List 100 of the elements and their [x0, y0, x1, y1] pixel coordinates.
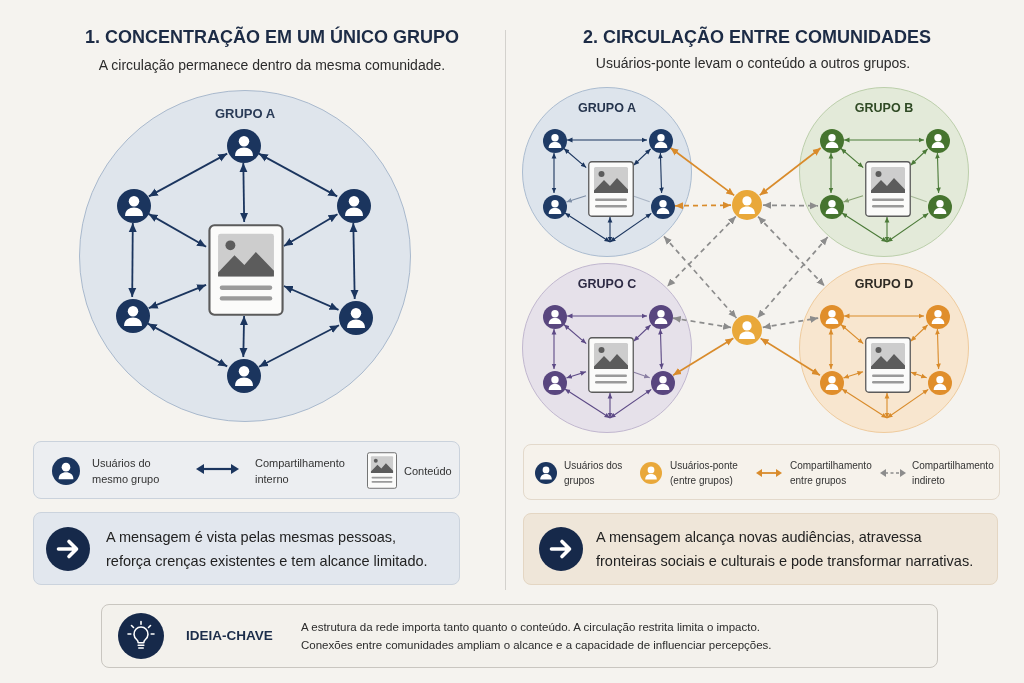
double-arrow: [607, 392, 613, 419]
person-icon: [337, 189, 371, 223]
image-card-icon: [865, 161, 911, 217]
double-arrow: [841, 388, 888, 419]
double-arrow: [658, 152, 664, 194]
double-arrow: [609, 212, 652, 243]
double-arrow: [886, 212, 929, 243]
person-icon: [820, 195, 844, 219]
legend-label: Usuários dos grupos: [564, 459, 624, 488]
person-icon: [649, 129, 673, 153]
person-icon: [543, 371, 567, 395]
double-arrow: [551, 152, 557, 194]
double-arrow: [349, 222, 359, 300]
person-icon: [543, 195, 567, 219]
double-arrow: [147, 213, 207, 248]
dashed-double-arrow: [663, 235, 738, 319]
double-arrow: [828, 328, 834, 370]
image-card-icon: [588, 161, 634, 217]
double-arrow: [147, 283, 207, 310]
double-arrow: [633, 148, 652, 166]
double-arrow: [841, 212, 888, 243]
person-icon: [926, 129, 950, 153]
double-arrow: [564, 212, 611, 243]
double-arrow: [258, 324, 340, 368]
person-icon: [732, 190, 762, 220]
arrow: [565, 195, 587, 203]
group-label: GRUPO C: [577, 277, 637, 292]
person-icon: [227, 359, 261, 393]
dashed-double-arrow: [762, 201, 819, 210]
double-arrow: [658, 328, 664, 370]
double-arrow: [565, 371, 587, 379]
legend-label: Conteúdo: [404, 464, 452, 479]
person-icon: [820, 129, 844, 153]
double-arrow: [843, 137, 925, 143]
double-arrow: [672, 337, 735, 377]
double-arrow: [283, 213, 339, 247]
person-icon: [651, 195, 675, 219]
legend-label: Usuários-ponte (entre grupos): [670, 459, 739, 488]
person-icon: [928, 195, 952, 219]
dashed-double-arrow: [666, 215, 737, 288]
panel-subtitle: A circulação permanece dentro da mesma comunidade.: [98, 56, 446, 74]
group-label: GRUPO D: [854, 277, 914, 292]
double-arrow: [566, 313, 648, 319]
double-arrow: [935, 152, 941, 194]
double-arrow: [146, 322, 229, 368]
double-arrow: [884, 392, 890, 419]
double-arrow: [910, 371, 928, 379]
double-arrow: [843, 313, 925, 319]
double-arrow: [283, 285, 340, 311]
group-label: GRUPO A: [214, 106, 276, 121]
person-icon: [117, 189, 151, 223]
message-panel: [33, 512, 460, 585]
double-arrow: [564, 388, 611, 419]
double-arrow: [886, 388, 929, 419]
person-icon: [820, 371, 844, 395]
image-card-icon: [208, 224, 284, 316]
image-card-icon: [865, 337, 911, 393]
double-arrow: [840, 147, 864, 169]
double-arrow: [842, 371, 864, 379]
double-arrow: [910, 324, 929, 342]
key-idea-panel: [101, 604, 938, 668]
message-panel: [523, 513, 998, 585]
key-idea-heading: IDEIA-CHAVE: [186, 627, 273, 645]
legend-label: Usuários do mesmo grupo: [92, 456, 161, 487]
double-arrow: [563, 147, 587, 169]
connector-line: [633, 195, 651, 203]
connector-line: [910, 195, 928, 203]
double-arrow: [828, 152, 834, 194]
double-arrow: [609, 388, 652, 419]
person-icon: [116, 299, 150, 333]
double-arrow: [910, 148, 929, 166]
person-icon: [928, 371, 952, 395]
dashed-double-arrow: [671, 315, 733, 330]
double-arrow: [147, 152, 229, 198]
arrow: [633, 371, 651, 379]
double-arrow: [128, 222, 137, 298]
dashed-double-arrow: [761, 315, 820, 330]
person-icon: [543, 129, 567, 153]
double-arrow: [759, 337, 821, 377]
panel-title: 1. CONCENTRAÇÃO EM UM ÚNICO GRUPO: [85, 26, 459, 48]
double-arrow: [607, 216, 613, 243]
legend-label: Compartilhamento indireto: [912, 459, 995, 488]
person-icon: [651, 371, 675, 395]
person-icon: [926, 305, 950, 329]
double-arrow: [935, 328, 941, 370]
panel-title: 2. CIRCULAÇÃO ENTRE COMUNIDADES: [583, 26, 931, 48]
dashed-double-arrow: [757, 215, 826, 287]
arrow: [842, 195, 864, 203]
dashed-double-arrow: [756, 236, 829, 319]
double-arrow: [239, 315, 248, 358]
double-arrow: [551, 328, 557, 370]
person-icon: [732, 315, 762, 345]
dashed-double-arrow: [674, 201, 732, 210]
double-arrow: [669, 146, 736, 197]
double-arrow: [840, 323, 864, 345]
double-arrow: [257, 152, 339, 198]
double-arrow: [884, 216, 890, 243]
double-arrow: [566, 137, 648, 143]
double-arrow: [633, 324, 652, 342]
key-idea-text: A estrutura da rede importa tanto quanto o conteúdo. A circulação restrita limita o impacto. Conexões entre comunidades ampliam o alcance e a capacidade de influenciar percepções.: [301, 620, 773, 653]
